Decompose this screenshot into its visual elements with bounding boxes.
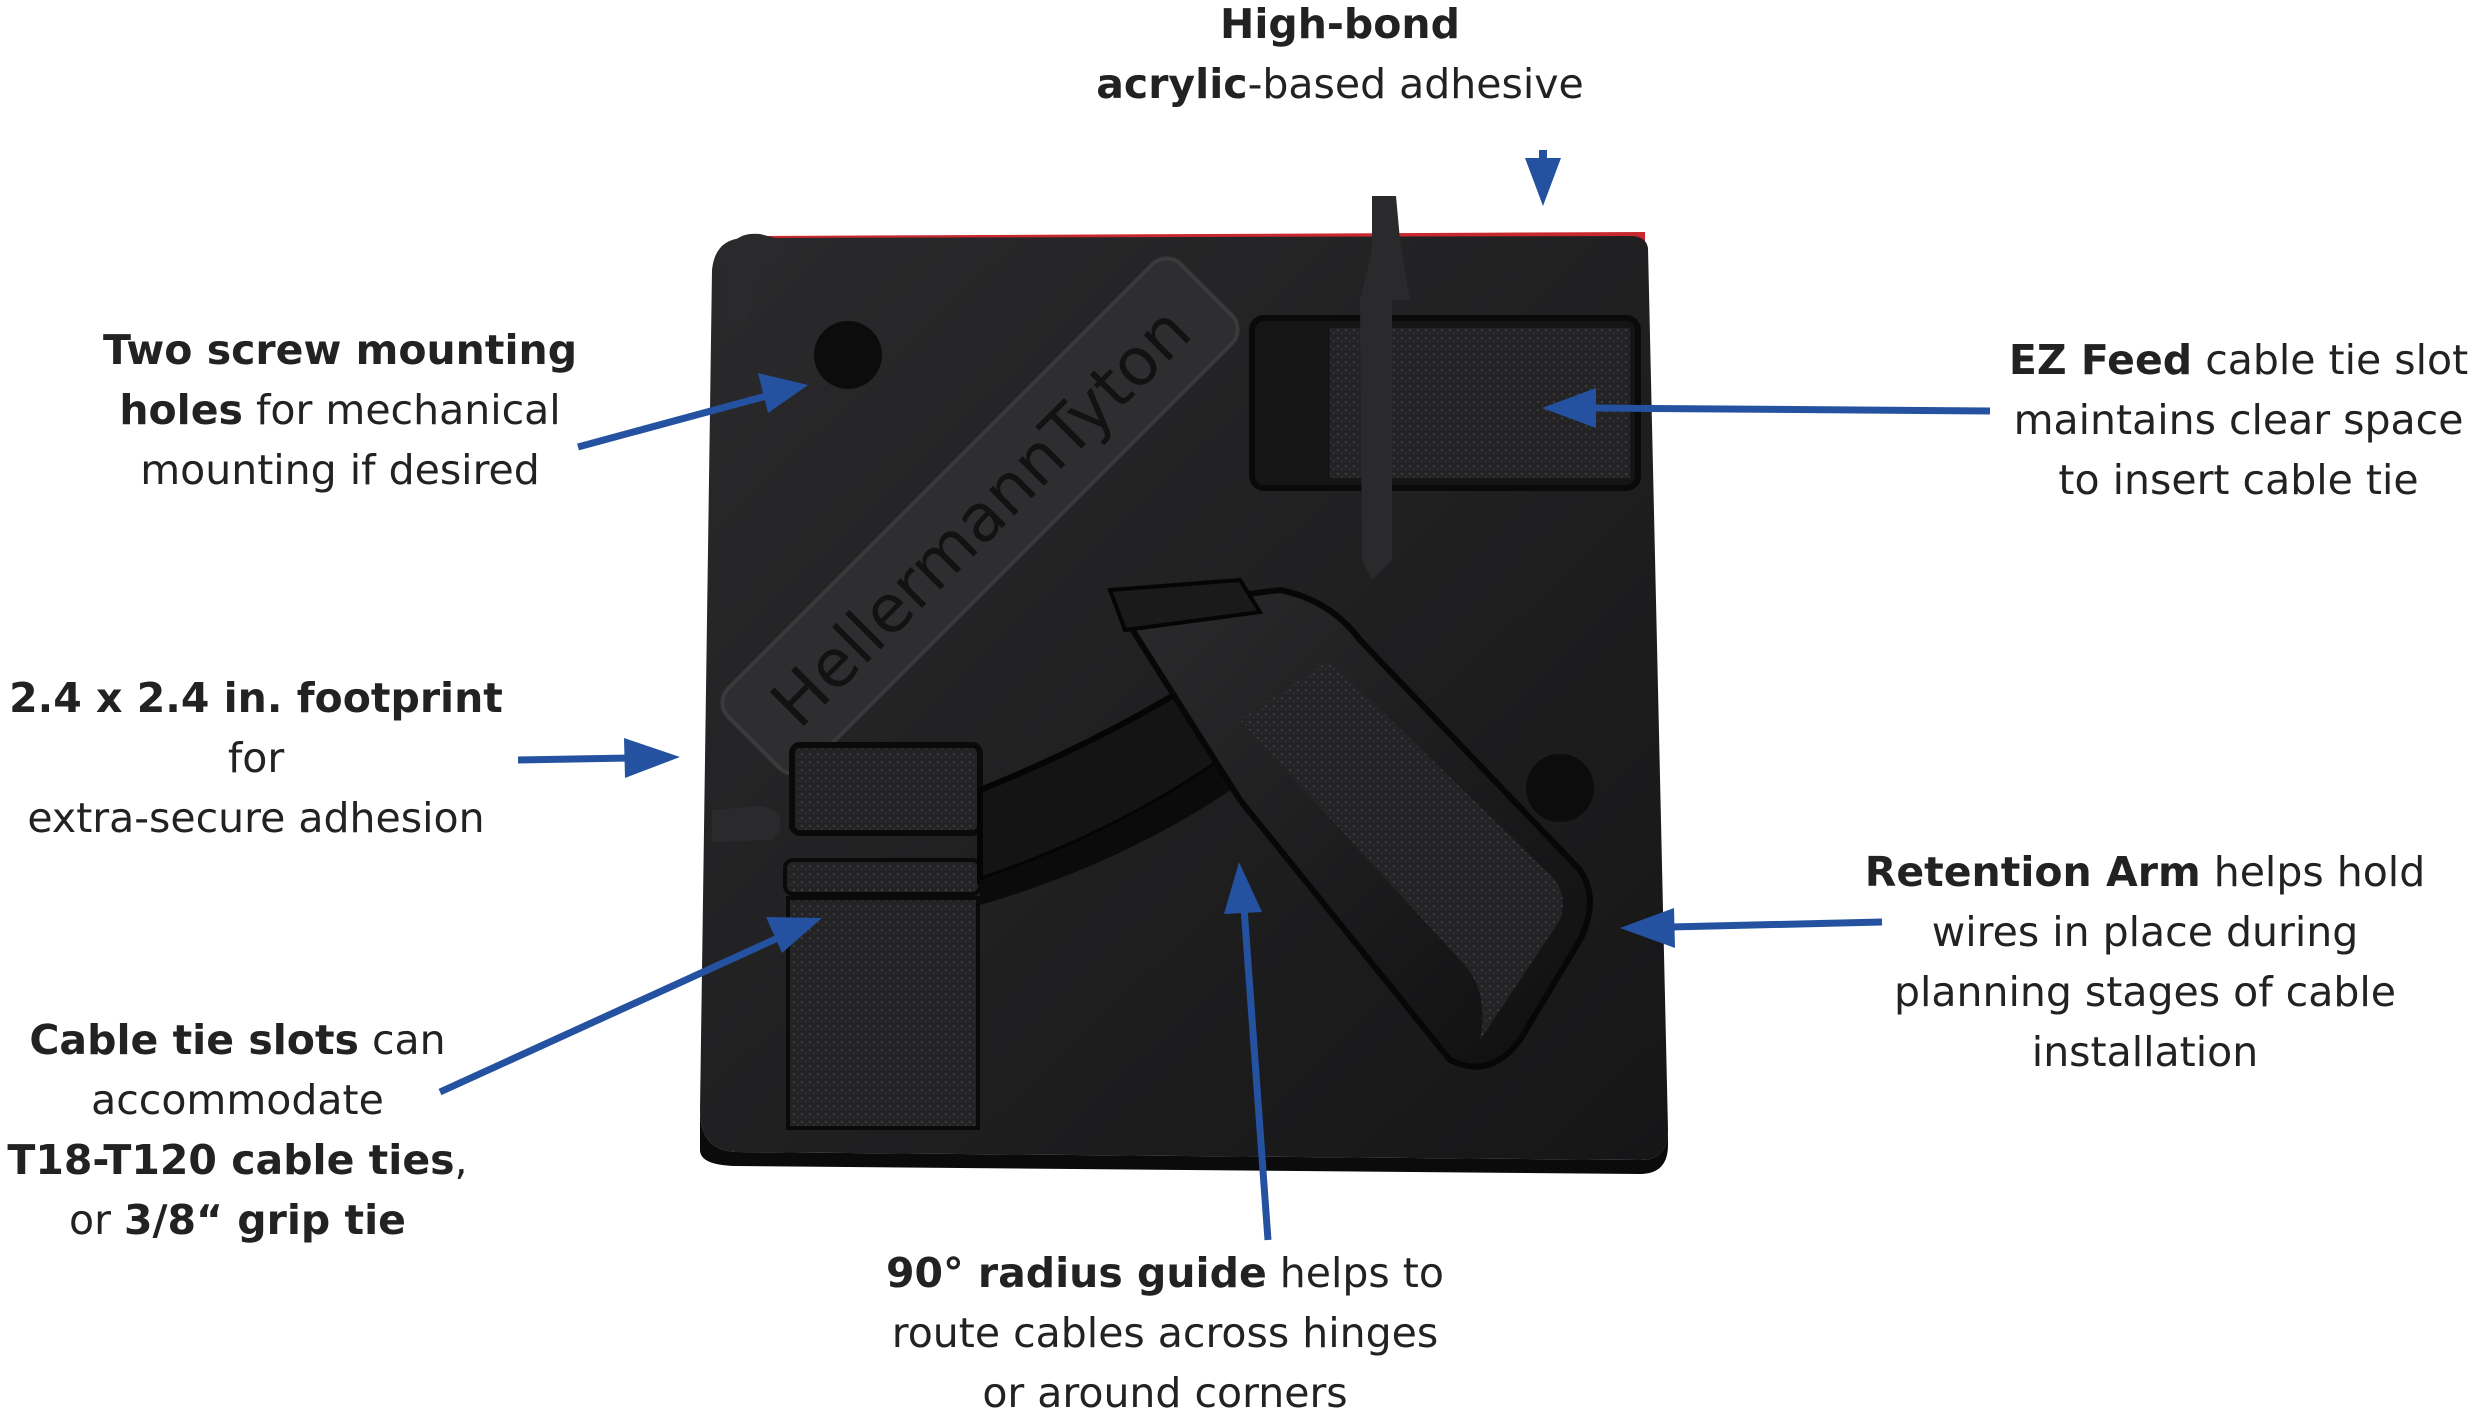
adhesive-line2-bold: acrylic (1096, 60, 1248, 108)
callout-screw-holes: Two screw mounting holes for mechanical … (80, 320, 600, 500)
retention-arm-line3: planning stages of cable (1893, 968, 2396, 1016)
radius-guide-wall (980, 700, 1310, 905)
radius-guide-line2: route cables across hinges (891, 1309, 1439, 1357)
callout-adhesive: High-bond acrylic-based adhesive (1040, 0, 1640, 114)
screw-hole-top (814, 321, 882, 389)
arrow-footprint (517, 738, 680, 778)
tie-slots-line2: accommodate (91, 1076, 384, 1124)
adhesive-bold: High-bond (1220, 0, 1460, 48)
screw-hole-bottom (1526, 754, 1594, 822)
arrow-cable-tie-slots (438, 917, 822, 1096)
tie-slots-line3-bold: T18-T120 cable ties (7, 1136, 455, 1184)
tie-slot-channel (786, 896, 980, 1130)
callout-ez-feed: EZ Feed cable tie slot maintains clear s… (2000, 330, 2477, 510)
callout-cable-tie-slots: Cable tie slots can accommodate T18-T120… (0, 1010, 475, 1250)
ez-feed-line2: maintains clear space (2013, 396, 2464, 444)
screw-holes-line3: mounting if desired (140, 446, 540, 494)
callout-retention-arm: Retention Arm helps hold wires in place … (1850, 842, 2440, 1082)
tie-slots-rest: can (358, 1016, 446, 1064)
screw-holes-bold1: Two screw mounting (102, 326, 578, 374)
adhesive-line2-rest: -based adhesive (1247, 60, 1584, 108)
screw-holes-rest2: for mechanical (242, 386, 561, 434)
radius-guide-bold: 90° radius guide (886, 1249, 1267, 1297)
arrow-ez-feed (1542, 388, 1991, 428)
base-bottom-edge (700, 1110, 1668, 1174)
retention-arm-rest: helps hold (2200, 848, 2426, 896)
ez-feed-rest: cable tie slot (2192, 336, 2469, 384)
retention-arm-bold: Retention Arm (1864, 848, 2201, 896)
arrows (438, 150, 1991, 1241)
footprint-bold: 2.4 x 2.4 in. footprint (9, 674, 503, 722)
radius-guide-rest: helps to (1266, 1249, 1444, 1297)
tie-slots-line4-pre: or (69, 1196, 124, 1244)
corner-hook-top (728, 233, 785, 322)
radius-guide-line3: or around corners (982, 1369, 1348, 1417)
footprint-line2: extra-secure adhesion (27, 794, 485, 842)
callout-footprint: 2.4 x 2.4 in. footprint for extra-secure… (0, 668, 512, 848)
ez-feed-line3: to insert cable tie (2058, 456, 2419, 504)
footprint-rest: for (227, 734, 285, 782)
arrow-radius-guide (1224, 862, 1272, 1241)
tie-post (1360, 196, 1410, 580)
tie-slot-lower (783, 858, 982, 896)
corner-hook-left (712, 806, 781, 842)
tie-slots-line3-rest: , (454, 1136, 468, 1184)
arrow-retention-arm (1620, 908, 1883, 948)
retention-arm-line2: wires in place during (1931, 908, 2359, 956)
retention-arm (1107, 577, 1593, 1070)
tie-slot-upper (789, 742, 983, 836)
ez-feed-bold: EZ Feed (2008, 336, 2193, 384)
tie-slots-bold: Cable tie slots (29, 1016, 359, 1064)
arrow-adhesive (1525, 150, 1561, 206)
callout-radius-guide: 90° radius guide helps to route cables a… (850, 1243, 1480, 1423)
retention-arm-line4: installation (2031, 1028, 2259, 1076)
tie-slots-line4-bold: 3/8“ grip tie (124, 1196, 406, 1244)
arrow-screw-holes (577, 373, 808, 451)
screw-holes-bold2: holes (119, 386, 243, 434)
